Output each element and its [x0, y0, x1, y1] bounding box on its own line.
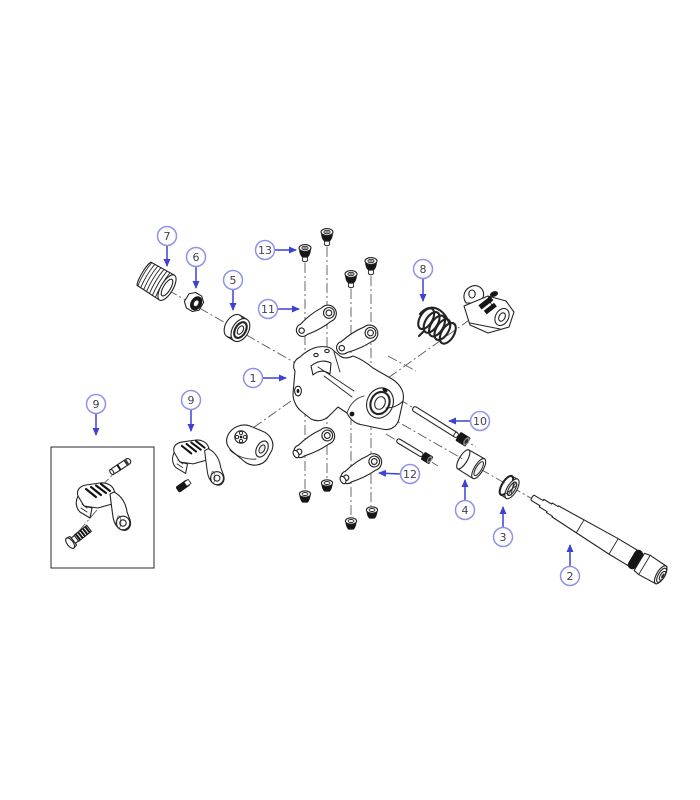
detail-screw	[65, 524, 92, 549]
part-2-spindle	[530, 494, 668, 585]
callout-circle	[559, 565, 581, 587]
callout-3: 3	[492, 506, 514, 548]
callout-13: 13	[254, 239, 297, 261]
callout-4: 4	[454, 479, 476, 521]
callout-circle	[185, 246, 207, 268]
callout-9: 9	[85, 393, 107, 436]
part-4-bushing	[456, 449, 487, 480]
callout-7: 7	[156, 225, 178, 267]
callout-circle	[412, 258, 434, 280]
callout-circle	[254, 239, 276, 261]
callout-5: 5	[222, 269, 244, 311]
callout-number: 12	[403, 468, 417, 481]
part-13-screw-3	[344, 270, 358, 289]
callout-6: 6	[185, 246, 207, 289]
callout-circle	[242, 367, 264, 389]
drawing-layer	[50, 228, 668, 585]
lower-plate-a-tab	[292, 449, 300, 459]
part-7-threaded-end-cap	[136, 261, 177, 301]
bottom-screw-3	[344, 517, 358, 531]
callout-number: 8	[420, 263, 427, 276]
callout-circle	[222, 269, 244, 291]
callout-number: 1	[250, 372, 257, 385]
callout-number: 9	[188, 394, 195, 407]
callout-circle	[257, 298, 279, 320]
part-1-pedal-body	[292, 346, 404, 431]
part-8-coil-spring	[417, 306, 457, 345]
part-6-lock-nut	[183, 291, 205, 313]
callout-number: 4	[462, 504, 469, 517]
part-13-screw-2	[320, 228, 334, 247]
callout-layer: 7 6 5 13 11 8 1 9 9 10 12 4 3 2	[85, 225, 581, 587]
part-13-screw-1	[298, 244, 312, 263]
bottom-screw-2	[320, 479, 334, 493]
callout-circle	[85, 393, 107, 415]
detail-cleat-clamp	[75, 481, 132, 532]
part-10-pivot-pin	[412, 406, 471, 447]
callout-8: 8	[412, 258, 434, 302]
callout-circle	[180, 389, 202, 411]
callout-number: 7	[164, 230, 171, 243]
cam-piece	[226, 424, 274, 466]
part-3-seal-ring	[498, 474, 520, 500]
callout-number: 6	[193, 251, 200, 264]
callout-circle	[454, 499, 476, 521]
detail-roll-pin	[109, 458, 132, 476]
part-9-cleat-clamp	[171, 438, 226, 487]
callout-number: 13	[258, 244, 272, 257]
callout-1: 1	[242, 367, 287, 389]
short-pivot-pin	[396, 438, 434, 464]
part-5-bearing	[223, 313, 251, 343]
callout-number: 2	[567, 570, 574, 583]
callout-circle	[399, 463, 421, 485]
part-9-clamp-pin	[176, 478, 192, 493]
rear-clamp-assembly	[463, 285, 515, 334]
detail-box	[50, 446, 155, 569]
callout-number: 9	[93, 398, 100, 411]
callout-2: 2	[559, 544, 581, 587]
part-13-screw-4	[364, 257, 378, 276]
callout-circle	[156, 225, 178, 247]
callout-12: 12	[378, 463, 421, 485]
bottom-screw-4	[365, 506, 379, 520]
callout-10: 10	[448, 410, 491, 432]
callout-11: 11	[257, 298, 300, 320]
callout-circle	[492, 526, 514, 548]
callout-arrow	[378, 469, 401, 477]
callout-number: 10	[473, 415, 487, 428]
callout-number: 11	[261, 303, 275, 316]
bottom-screw-1	[298, 490, 312, 504]
part-12-tab	[339, 475, 347, 485]
callout-circle	[469, 410, 491, 432]
callout-number: 3	[500, 531, 507, 544]
upper-link-plate-b	[332, 321, 382, 359]
callout-9: 9	[180, 389, 202, 432]
part-11-link-plate	[292, 301, 341, 342]
callout-number: 5	[230, 274, 237, 287]
